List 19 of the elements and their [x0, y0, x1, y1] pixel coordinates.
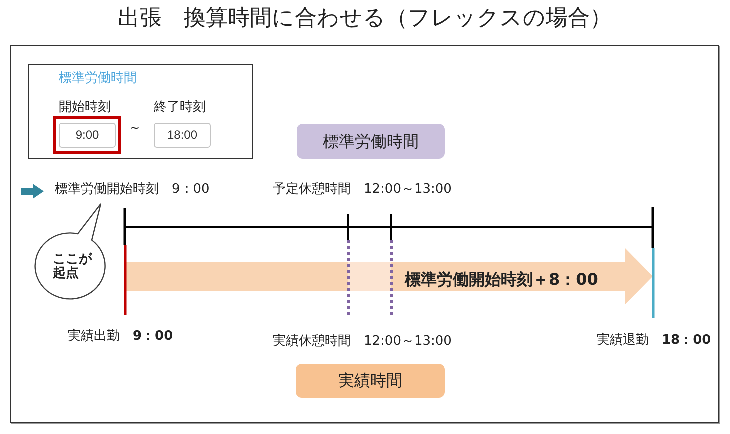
field-label: 開始時刻	[59, 100, 111, 116]
time-label: 実績出勤 9：00	[68, 329, 174, 345]
time-label: 実績退勤 18：00	[597, 333, 712, 349]
diagram-title: 出張 換算時間に合わせる（フレックスの場合）	[117, 5, 613, 33]
range-separator: ~	[130, 121, 140, 136]
time-label: 標準労働開始時刻 9：00	[55, 182, 210, 198]
time-label: 予定休憩時間 12:00～13:00	[273, 182, 452, 198]
time-input-field: 9:00	[59, 123, 116, 148]
time-label: 実績休憩時間 12:00～13:00	[273, 334, 452, 350]
speech-bubble	[34, 202, 108, 302]
category-tag: 標準労働時間	[297, 124, 445, 159]
block-arrow	[126, 248, 653, 305]
field-label: 終了時刻	[154, 100, 206, 116]
time-input-field: 18:00	[154, 123, 211, 148]
panel-heading: 標準労働時間	[59, 71, 137, 87]
settings-panel	[28, 64, 253, 159]
bubble-text: ここが起点	[53, 253, 94, 281]
arrow-text: 標準労働開始時刻＋8：00	[405, 270, 598, 290]
category-tag: 実績時間	[296, 364, 445, 398]
